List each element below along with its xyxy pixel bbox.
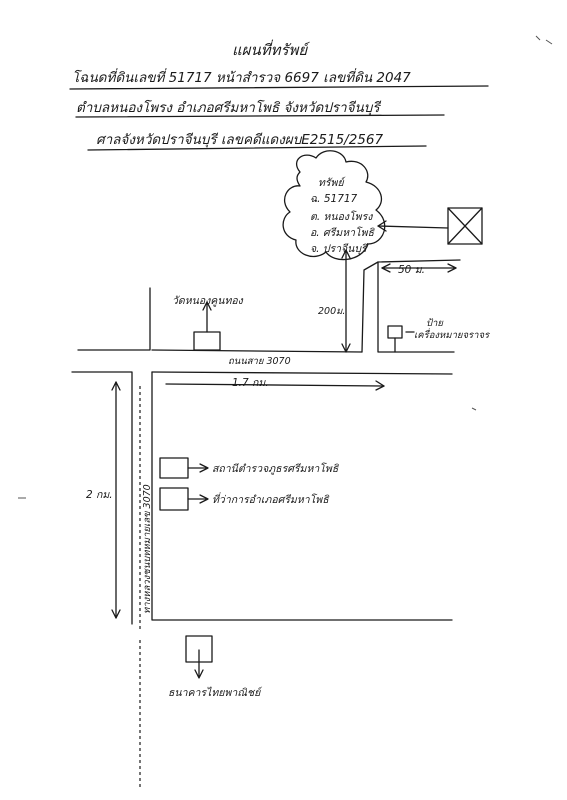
district-office-label: ที่ว่าการอำเภอศรีมหาโพธิ (212, 494, 329, 506)
distance-1-7km: 1.7 กม. (232, 377, 269, 389)
deed-info-line: โฉนดที่ดินเลขที่ 51717 หน้าสำรวจ 6697 เล… (72, 70, 411, 86)
sign-label-2: เครื่องหมายจราจร (414, 330, 490, 341)
property-deed: ฉ. 51717 (310, 193, 358, 205)
header-underline-1 (69, 85, 489, 90)
property-subdistrict: ต. หนองโพรง (310, 211, 373, 223)
highway-right-edge (151, 371, 453, 621)
temple-marker (193, 331, 221, 351)
property-province: จ. ปราจีนบุรี (310, 243, 367, 255)
road-edge-top-left (77, 287, 151, 351)
road-edge-bottom (151, 371, 453, 375)
road-3070-label: ถนนสาย 3070 (228, 356, 291, 367)
police-marker (159, 457, 189, 479)
sign-label-1: ป้าย (426, 318, 443, 329)
header-underline-3 (87, 145, 427, 151)
highway-label: ทางหลวงชนบทหมายเลข 3070 (142, 484, 153, 614)
district-office-marker (159, 487, 189, 511)
road-edge-bottom-left (71, 371, 133, 625)
distance-2km: 2 กม. (86, 489, 113, 501)
distance-200m: 200ม. (318, 306, 346, 317)
distance-50m: 50 ม. (398, 264, 425, 276)
header-underline-2 (75, 114, 445, 118)
location-line: ตำบลหนองโพรง อำเภอศรีมหาโพธิ จังหวัดปราจ… (76, 100, 380, 116)
temple-label: วัดหนองคูนทอง (172, 295, 243, 307)
page-title: แผนที่ทรัพย์ (232, 41, 308, 59)
police-station-label: สถานีตำรวจภูธรศรีมหาโพธิ (212, 463, 339, 475)
road-side-right (361, 261, 455, 353)
landmark-box (447, 207, 483, 245)
property-district: อ. ศรีมหาโพธิ (310, 227, 374, 239)
road-edge-top-mid (151, 349, 363, 353)
bank-label: ธนาคารไทยพาณิชย์ (168, 687, 261, 699)
property-label: ทรัพย์ (318, 177, 344, 189)
court-line: ศาลจังหวัดปราจีนบุรี เลขคดีแดงผบE2515/25… (96, 132, 384, 148)
traffic-sign (387, 325, 403, 339)
property-outline (282, 150, 386, 261)
arrow-to-property (377, 225, 449, 229)
